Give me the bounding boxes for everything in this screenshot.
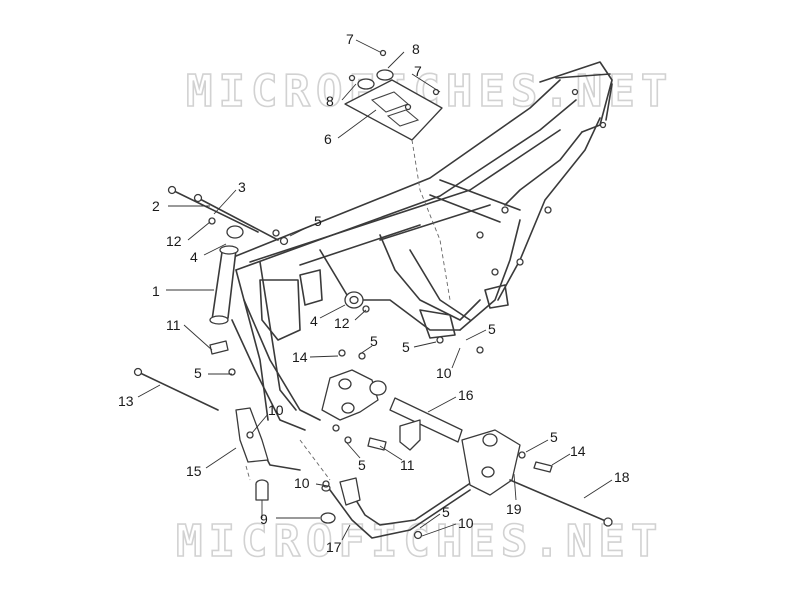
callouts: 7 8 7 8 6 3 2 5 12 4 1 4 12 5 5 11 14 5 …	[118, 31, 630, 555]
small-hardware	[209, 229, 526, 488]
long-bolts	[133, 367, 613, 527]
callout-5: 5	[314, 213, 322, 229]
callout-4: 4	[310, 313, 318, 329]
callout-13: 13	[118, 393, 134, 409]
callout-12: 12	[334, 315, 350, 331]
callout-5: 5	[488, 321, 496, 337]
callout-6: 6	[324, 131, 332, 147]
top-bolts	[167, 185, 289, 246]
callout-12: 12	[166, 233, 182, 249]
leader-lines	[137, 39, 613, 541]
watermark-bottom: MICROFICHES.NET	[176, 516, 663, 567]
callout-1: 1	[152, 283, 160, 299]
callout-5: 5	[358, 457, 366, 473]
callout-5: 5	[442, 504, 450, 520]
callout-17: 17	[326, 539, 342, 555]
callout-16: 16	[458, 387, 474, 403]
callout-8: 8	[326, 93, 334, 109]
callout-11: 11	[166, 317, 181, 333]
callout-15: 15	[186, 463, 202, 479]
callout-10: 10	[294, 475, 310, 491]
callout-5: 5	[402, 339, 410, 355]
callout-4: 4	[190, 249, 198, 265]
callout-5: 5	[550, 429, 558, 445]
callout-10: 10	[458, 515, 474, 531]
callout-5: 5	[194, 365, 202, 381]
mounting-plate	[344, 49, 451, 301]
callout-14: 14	[570, 443, 586, 459]
callout-7: 7	[346, 31, 354, 47]
callout-9: 9	[260, 511, 268, 527]
callout-10: 10	[268, 402, 284, 418]
callout-5: 5	[370, 333, 378, 349]
callout-14: 14	[292, 349, 308, 365]
engine-bracket	[321, 369, 463, 451]
lower-cradle	[235, 407, 521, 540]
callout-10: 10	[436, 365, 452, 381]
frame-body	[209, 61, 613, 431]
callout-7: 7	[414, 63, 422, 79]
callout-11: 11	[400, 457, 415, 473]
callout-18: 18	[614, 469, 630, 485]
callout-8: 8	[412, 41, 420, 57]
callout-3: 3	[238, 179, 246, 195]
callout-2: 2	[152, 198, 160, 214]
callout-19: 19	[506, 501, 522, 517]
